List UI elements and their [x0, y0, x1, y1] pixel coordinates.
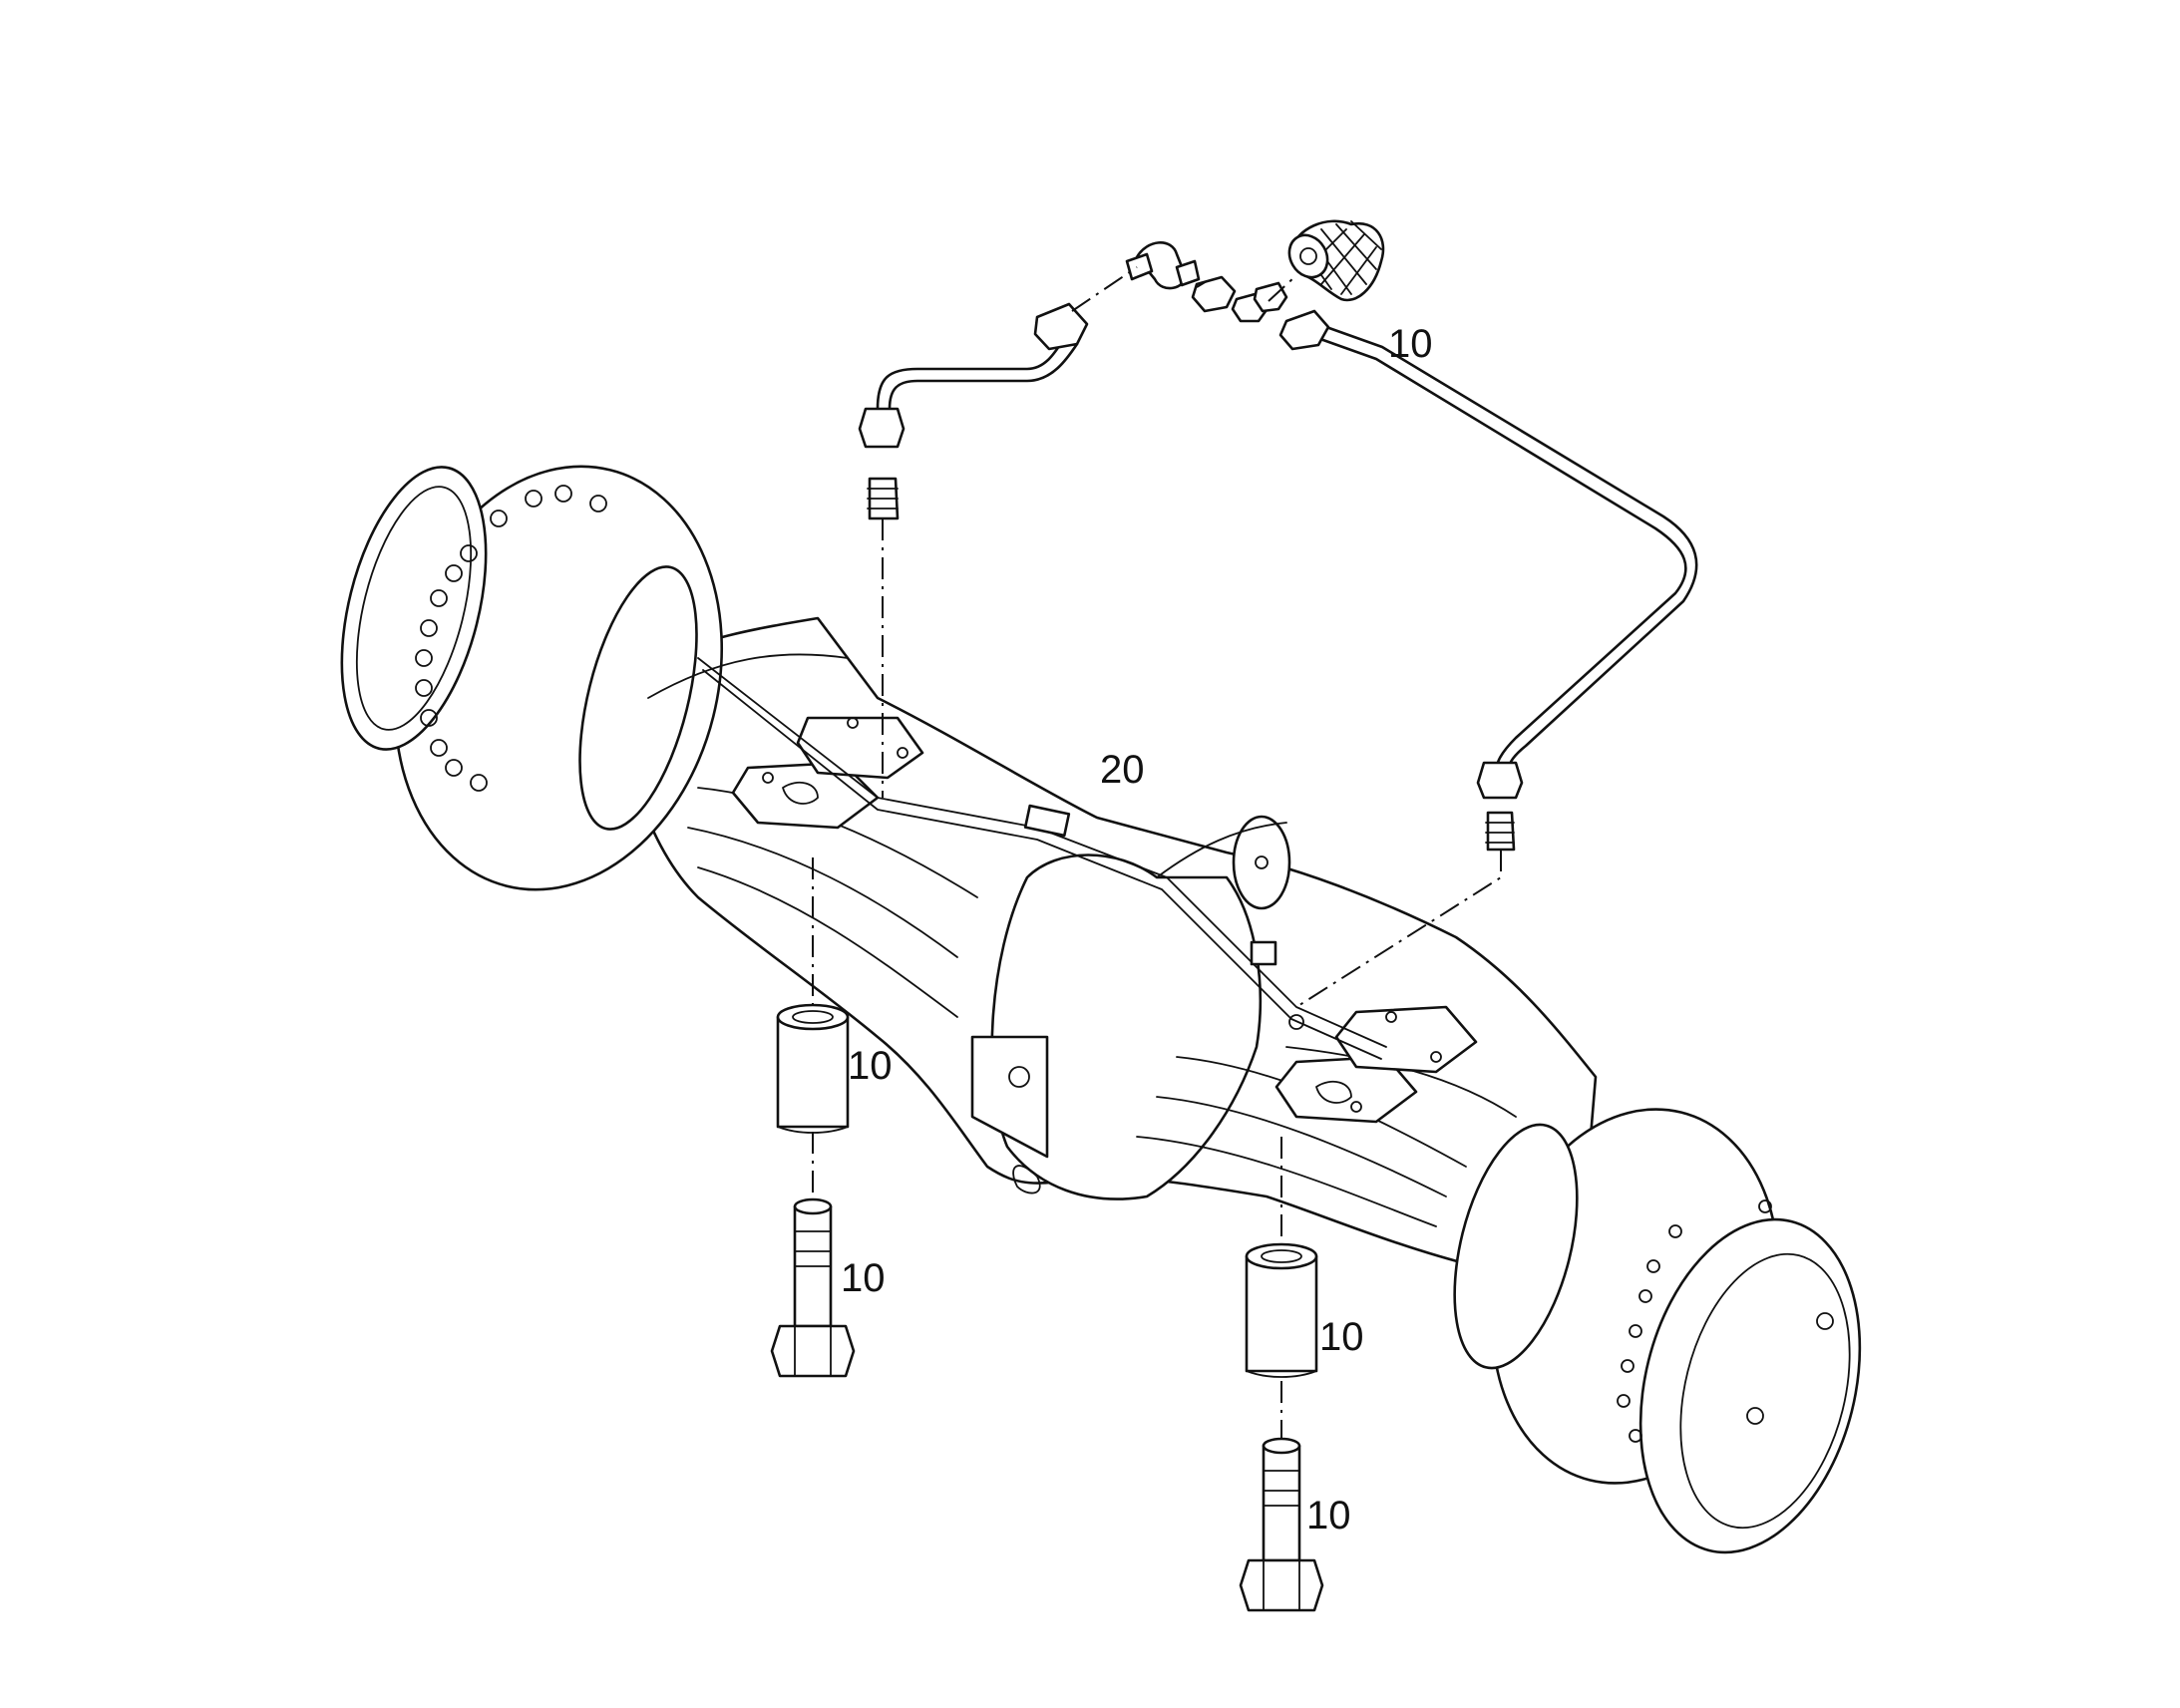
pipe-nut-right-lower	[1476, 761, 1524, 800]
pipe-nut-left-upper	[1033, 302, 1089, 351]
union-fitting-right	[1486, 811, 1516, 852]
pressure-switch-icon	[1287, 219, 1385, 302]
pipe-nut-middle-a	[1191, 275, 1237, 313]
callout-right-bushing: 10	[1319, 1315, 1364, 1359]
axle-assembly	[340, 465, 1862, 1554]
right-bolt	[1239, 1437, 1324, 1612]
right-bushing	[1245, 1242, 1318, 1378]
differential-housing	[970, 815, 1291, 1200]
left-bolt	[770, 1197, 856, 1378]
pipe-nut-left-lower	[858, 407, 906, 449]
assembly-centerlines	[812, 266, 1502, 1441]
callout-pipe-assembly: 10	[1388, 322, 1433, 366]
pipe-nut-right-upper	[1278, 309, 1330, 351]
mounting-pads	[731, 716, 1478, 1124]
callout-axle: 20	[1100, 748, 1145, 792]
left-bushing	[776, 1003, 850, 1134]
left-wheel-hub	[340, 465, 724, 891]
brake-pipe-assembly	[858, 219, 1698, 852]
callout-left-bolt: 10	[841, 1256, 886, 1300]
housing-brake-line	[697, 657, 1387, 1060]
right-wheel-hub	[1453, 1108, 1862, 1554]
callout-left-bushing: 10	[848, 1044, 893, 1088]
callout-right-bolt: 10	[1306, 1494, 1351, 1537]
pipe-nut-middle-c	[1253, 281, 1288, 313]
